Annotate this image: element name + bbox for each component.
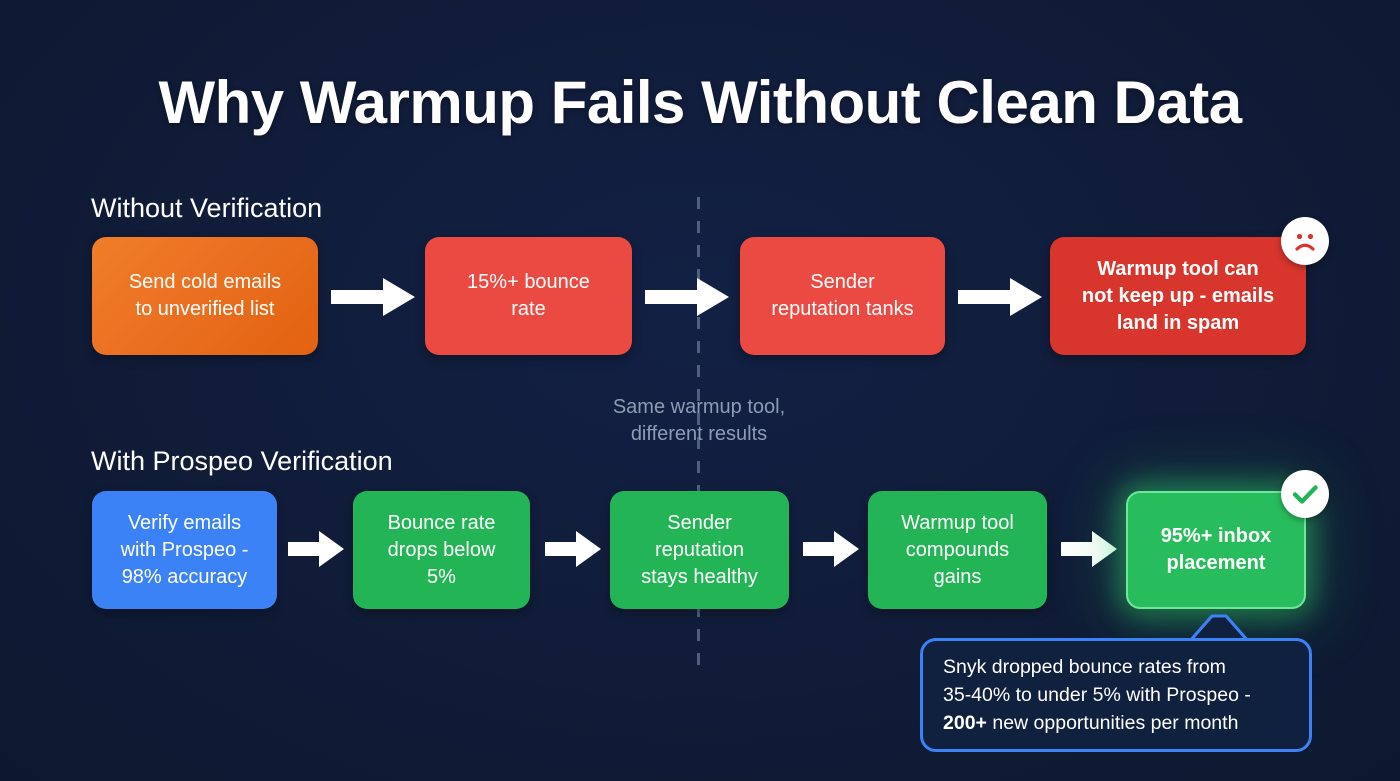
flow-node-label: 15%+ bounce rate [467,271,590,320]
flow-node-label: Sender reputation tanks [771,271,914,320]
flow-node-sender-reputation-healthy[interactable]: Sender reputation stays healthy [610,491,789,609]
flow-node-label: 95%+ inbox placement [1160,525,1272,574]
comparison-divider [697,197,700,667]
flow-node-label: Sender reputation stays healthy [641,511,758,588]
callout-line-1: Snyk dropped bounce rates from [943,656,1226,678]
flow-node-label: Warmup tool compounds gains [901,511,1014,588]
arrow-right-icon [1061,531,1117,567]
divider-caption-line1: Same warmup tool, [612,396,786,418]
callout-line-3-rest: new opportunities per month [986,712,1239,734]
flow-node-label: Verify emails with Prospeo - 98% accurac… [120,511,249,588]
callout-case-study: Snyk dropped bounce rates from 35-40% to… [920,638,1312,752]
flow-node-send-cold-emails[interactable]: Send cold emails to unverified list [92,237,318,355]
arrow-right-icon [331,278,415,316]
arrow-right-icon [645,278,729,316]
sad-face-icon [1281,217,1329,265]
flow-node-inbox-placement[interactable]: 95%+ inbox placement [1126,491,1306,609]
flow-node-label: Send cold emails to unverified list [128,271,282,320]
callout-highlight: 200+ [943,712,987,734]
callout-line-3: 200+ new opportunities per month [943,709,1251,737]
callout-line-2: 35-40% to under 5% with Prospeo - [943,684,1251,706]
flow-node-bounce-rate-drops[interactable]: Bounce rate drops below 5% [353,491,530,609]
callout-pointer-icon [1190,612,1248,642]
flow-node-verify-emails[interactable]: Verify emails with Prospeo - 98% accurac… [92,491,277,609]
arrow-right-icon [545,531,601,567]
divider-caption-line2: different results [630,423,768,445]
flow-node-label: Bounce rate drops below 5% [387,511,496,588]
arrow-right-icon [958,278,1042,316]
page-title: Why Warmup Fails Without Clean Data [158,69,1242,136]
flow-node-label: Warmup tool can not keep up - emails lan… [1081,257,1275,334]
flow-node-warmup-tool-cannot-keep-up[interactable]: Warmup tool can not keep up - emails lan… [1050,237,1306,355]
arrow-right-icon [803,531,859,567]
flow-node-sender-reputation-tanks[interactable]: Sender reputation tanks [740,237,945,355]
check-circle-icon [1281,470,1329,518]
flow-node-warmup-tool-compounds[interactable]: Warmup tool compounds gains [868,491,1047,609]
divider-caption: Same warmup tool, different results [549,394,849,448]
section-label-without-verification: Without Verification [91,193,323,223]
flow-node-bounce-rate[interactable]: 15%+ bounce rate [425,237,632,355]
arrow-right-icon [288,531,344,567]
callout-text: Snyk dropped bounce rates from 35-40% to… [943,653,1251,737]
section-label-with-prospeo-verification: With Prospeo Verification [91,446,393,476]
